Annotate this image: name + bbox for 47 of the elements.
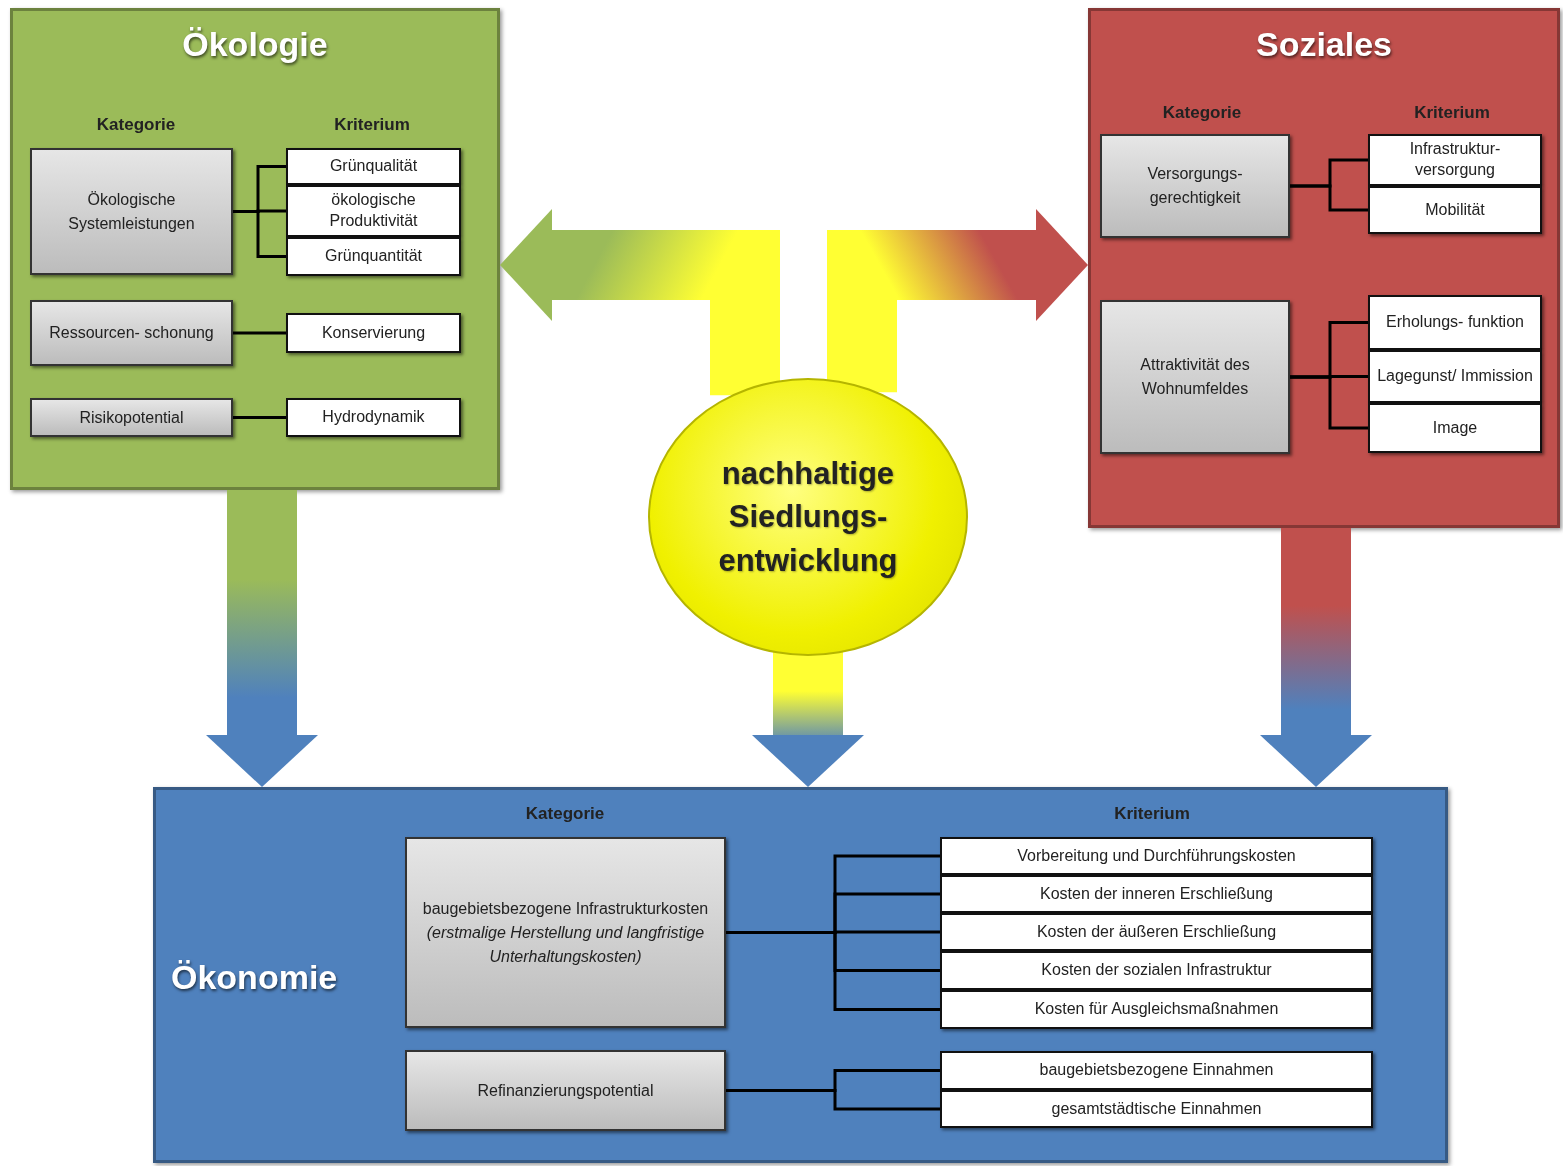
column-heading: Kriterium <box>1414 103 1490 123</box>
criterion-box: Grünqualität <box>286 148 461 185</box>
criterion-box: Erholungs- funktion <box>1368 295 1542 350</box>
category-box: Refinanzierungspotential <box>405 1050 726 1131</box>
connector-line <box>233 210 286 258</box>
category-box: Versorgungs- gerechtigkeit <box>1100 134 1290 238</box>
column-heading: Kategorie <box>96 115 176 135</box>
category-box: Ökologische Systemleistungen <box>30 148 233 275</box>
category-box: Risikopotential <box>30 398 233 437</box>
column-heading: Kriterium <box>1114 804 1190 824</box>
column-heading: Kategorie <box>525 804 605 824</box>
block-arrow <box>1260 528 1372 787</box>
panel-title: Soziales <box>1254 25 1394 64</box>
center-ellipse: nachhaltige Siedlungs- entwicklung <box>648 378 968 656</box>
criterion-box: Hydrodynamik <box>286 398 461 437</box>
criterion-box: Infrastruktur- versorgung <box>1368 134 1542 186</box>
criterion-box: ökologische Produktivität <box>286 185 461 237</box>
connector-line <box>1290 184 1368 212</box>
block-arrow <box>206 490 318 787</box>
panel-title: Ökonomie <box>171 958 338 997</box>
criterion-box: Mobilität <box>1368 186 1542 234</box>
panel <box>153 787 1448 1163</box>
block-arrow <box>752 650 864 787</box>
criterion-box: Kosten der sozialen Infrastruktur <box>940 951 1373 990</box>
criterion-box: Kosten der äußeren Erschließung <box>940 913 1373 951</box>
criterion-box: gesamtstädtische Einnahmen <box>940 1090 1373 1128</box>
panel <box>1088 8 1560 528</box>
category-box: Attraktivität des Wohnumfeldes <box>1100 300 1290 454</box>
column-heading: Kategorie <box>1162 103 1242 123</box>
connector-line <box>233 416 286 419</box>
connector-line <box>233 331 286 335</box>
criterion-box: Konservierung <box>286 313 461 353</box>
column-heading: Kriterium <box>334 115 410 135</box>
criterion-box: baugebietsbezogene Einnahmen <box>940 1051 1373 1090</box>
criterion-box: Grünquantität <box>286 237 461 276</box>
category-box: baugebietsbezogene Infrastrukturkosten (erstmalige Herstellung und langfristige Unterhaltungskosten) <box>405 837 726 1028</box>
criterion-box: Lagegunst/ Immission <box>1368 350 1542 403</box>
criterion-box: Vorbereitung und Durchführungskosten <box>940 837 1373 875</box>
connector-line <box>726 1089 940 1111</box>
criterion-box: Kosten der inneren Erschließung <box>940 875 1373 913</box>
connector-line <box>726 931 940 1011</box>
panel-title: Ökologie <box>181 25 329 64</box>
category-box: Ressourcen- schonung <box>30 300 233 366</box>
connector-line <box>1290 375 1368 430</box>
panel <box>10 8 500 490</box>
criterion-box: Kosten für Ausgleichsmaßnahmen <box>940 990 1373 1029</box>
criterion-box: Image <box>1368 403 1542 453</box>
